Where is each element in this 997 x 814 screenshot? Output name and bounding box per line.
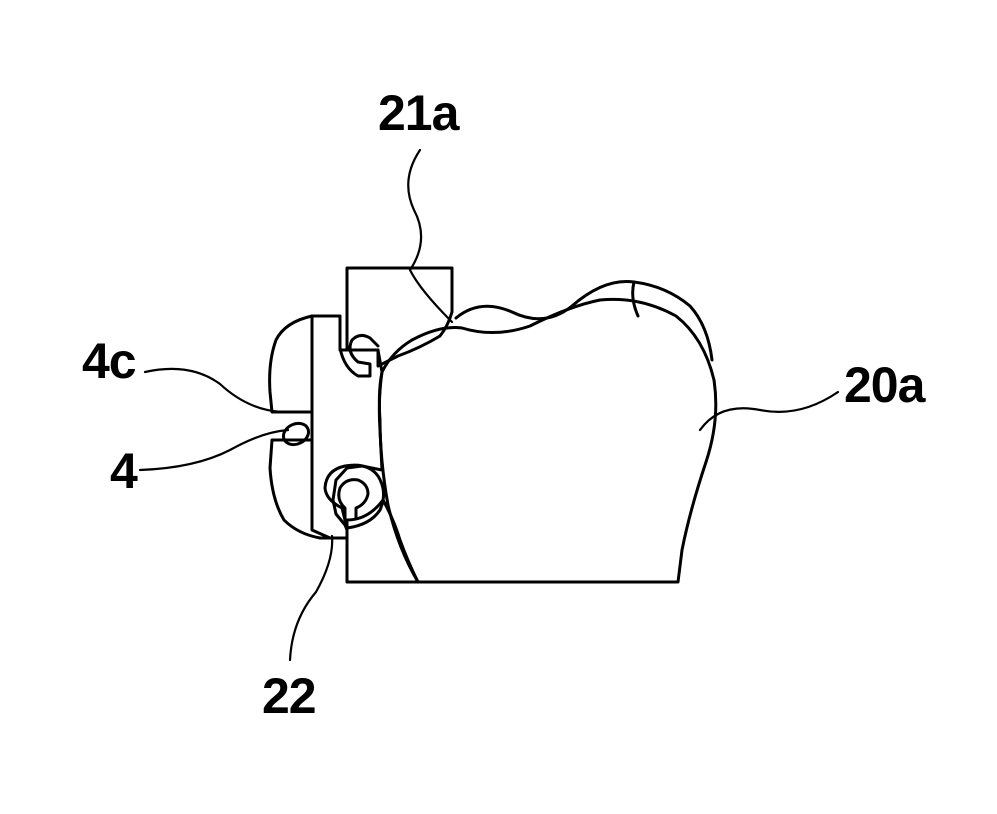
wire-4 bbox=[280, 419, 312, 448]
leader-20a bbox=[700, 392, 838, 430]
glass-inner-edge bbox=[633, 282, 638, 316]
frame-web bbox=[312, 316, 382, 538]
leader-4c bbox=[145, 369, 282, 412]
label-22: 22 bbox=[262, 668, 316, 724]
leader-22 bbox=[290, 536, 332, 660]
label-20a: 20a bbox=[844, 357, 927, 413]
clip-4c-upper bbox=[270, 316, 312, 412]
leader-4 bbox=[140, 430, 288, 470]
label-4c: 4c bbox=[82, 333, 136, 389]
leader-21a bbox=[408, 150, 452, 322]
clip-4c-upper-lip bbox=[306, 316, 312, 412]
frame-profile-21a-bottom bbox=[347, 500, 418, 582]
label-4: 4 bbox=[110, 443, 138, 499]
glass-outer-edge bbox=[456, 282, 712, 361]
label-21a: 21a bbox=[378, 85, 461, 141]
